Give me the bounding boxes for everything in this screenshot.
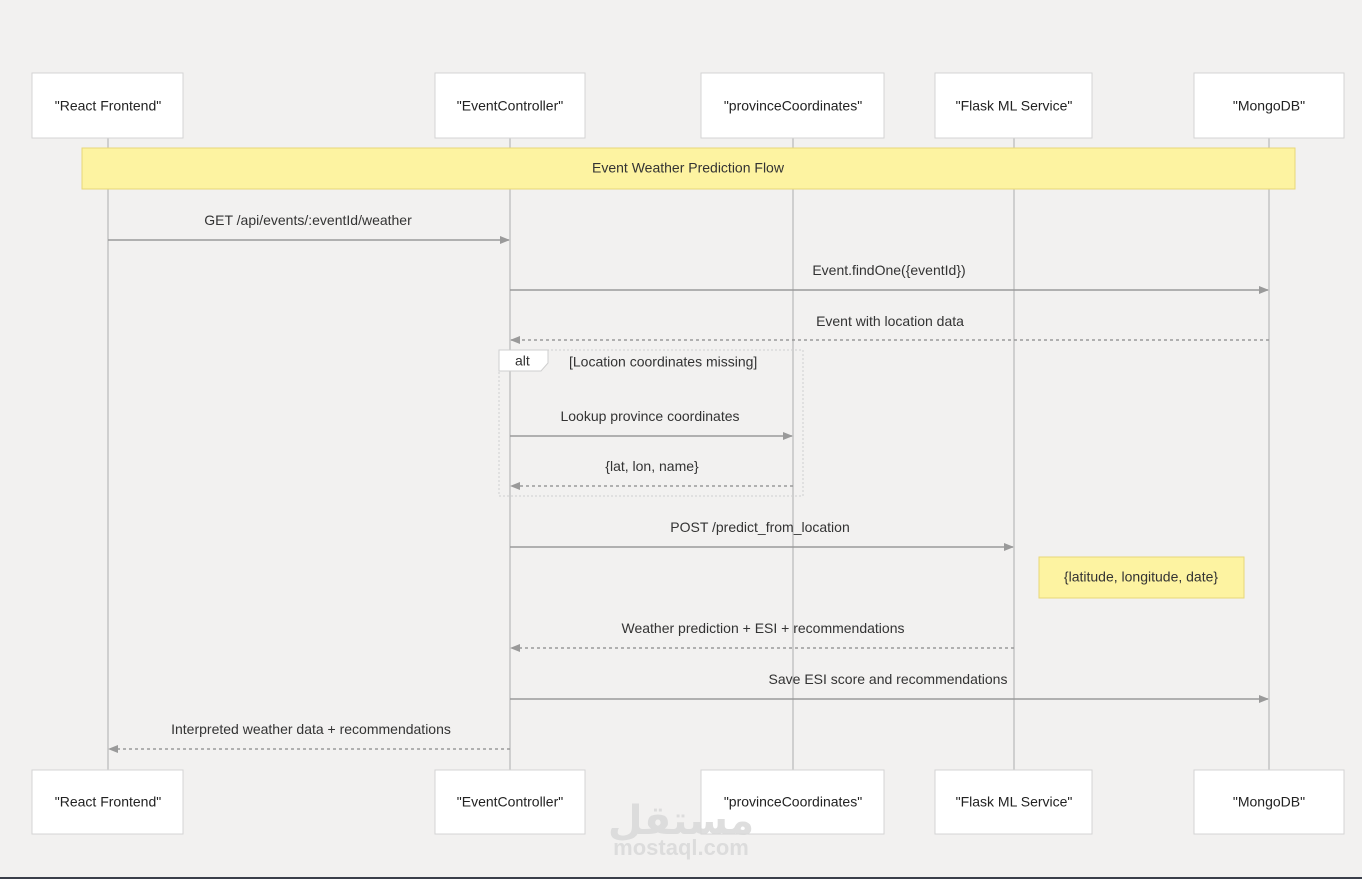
participants-bottom: "React Frontend" "EventController" "prov… [31, 769, 1345, 835]
participant-flask-bottom[interactable]: "Flask ML Service" [934, 769, 1093, 835]
message-1: GET /api/events/:eventId/weather [108, 212, 510, 244]
alt-keyword: alt [515, 353, 530, 369]
message-label: Interpreted weather data + recommendatio… [171, 721, 451, 737]
message-2: Event.findOne({eventId}) [510, 262, 1269, 294]
participant-label: "Flask ML Service" [956, 98, 1073, 114]
message-6: POST /predict_from_location [510, 519, 1014, 551]
participant-label: "MongoDB" [1233, 794, 1305, 810]
alt-condition: [Location coordinates missing] [569, 354, 757, 370]
participant-mongo-bottom[interactable]: "MongoDB" [1193, 769, 1345, 835]
message-label: Save ESI score and recommendations [769, 671, 1008, 687]
note-over-flask: {latitude, longitude, date} [1038, 556, 1245, 599]
participant-mongo-top[interactable]: "MongoDB" [1193, 72, 1345, 139]
participants-top: "React Frontend" "EventController" "prov… [31, 72, 1345, 139]
message-5: {lat, lon, name} [510, 458, 793, 490]
participant-controller-top[interactable]: "EventController" [434, 72, 586, 139]
participant-react-bottom[interactable]: "React Frontend" [31, 769, 184, 835]
window-bottom-border [0, 877, 1362, 879]
message-label: {lat, lon, name} [605, 458, 699, 474]
participant-province-top[interactable]: "provinceCoordinates" [700, 72, 885, 139]
title-banner: Event Weather Prediction Flow [81, 147, 1296, 190]
watermark-logo: مستقل [608, 799, 754, 843]
message-label: Weather prediction + ESI + recommendatio… [621, 620, 904, 636]
message-label: Event.findOne({eventId}) [812, 262, 965, 278]
message-8: Save ESI score and recommendations [510, 671, 1269, 703]
alt-frame: alt [Location coordinates missing] [498, 349, 804, 497]
message-4: Lookup province coordinates [510, 408, 793, 440]
participant-label: "React Frontend" [55, 794, 161, 810]
message-7: Weather prediction + ESI + recommendatio… [510, 620, 1014, 652]
participant-label: "EventController" [457, 794, 563, 810]
participant-label: "Flask ML Service" [956, 794, 1073, 810]
message-label: Lookup province coordinates [560, 408, 739, 424]
message-label: Event with location data [816, 313, 964, 329]
participant-label: "React Frontend" [55, 98, 161, 114]
participant-label: "provinceCoordinates" [724, 794, 862, 810]
participant-label: "provinceCoordinates" [724, 98, 862, 114]
participant-label: "MongoDB" [1233, 98, 1305, 114]
participant-label: "EventController" [457, 98, 563, 114]
participant-react-top[interactable]: "React Frontend" [31, 72, 184, 139]
watermark: مستقل mostaql.com [608, 799, 754, 860]
participant-flask-top[interactable]: "Flask ML Service" [934, 72, 1093, 139]
message-3: Event with location data [510, 313, 1269, 344]
messages: GET /api/events/:eventId/weather Event.f… [108, 212, 1269, 753]
message-label: GET /api/events/:eventId/weather [204, 212, 412, 228]
lifelines [107, 138, 1270, 770]
participant-controller-bottom[interactable]: "EventController" [434, 769, 586, 835]
watermark-url: mostaql.com [613, 835, 749, 860]
message-9: Interpreted weather data + recommendatio… [108, 721, 510, 753]
participant-province-bottom[interactable]: "provinceCoordinates" [700, 769, 885, 835]
note-text: {latitude, longitude, date} [1064, 569, 1218, 585]
message-label: POST /predict_from_location [670, 519, 850, 535]
diagram-title: Event Weather Prediction Flow [592, 160, 785, 176]
